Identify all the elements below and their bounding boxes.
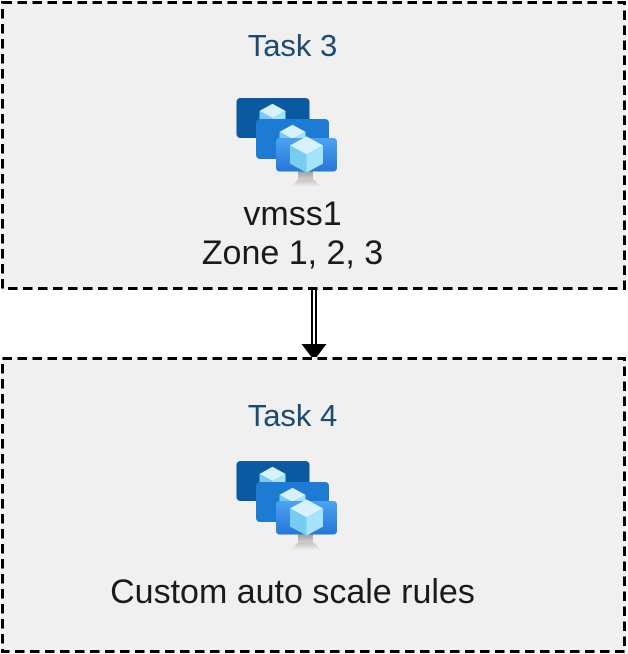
autoscale-rules-label: Custom auto scale rules <box>110 573 475 611</box>
vm-scale-sets-icon <box>236 97 337 187</box>
task4-box: Task 4 Custom auto scale rules <box>1 357 626 653</box>
task3-title: Task 3 <box>247 28 338 63</box>
vm-scale-sets-icon <box>236 460 337 550</box>
vmss-name-label: vmss1 <box>243 195 342 233</box>
task3-box: Task 3 vmss1 Zone 1, 2, 3 <box>1 1 626 290</box>
double-line-down-arrow-icon <box>301 289 327 361</box>
task4-title: Task 4 <box>247 398 338 433</box>
zones-label: Zone 1, 2, 3 <box>201 234 384 272</box>
